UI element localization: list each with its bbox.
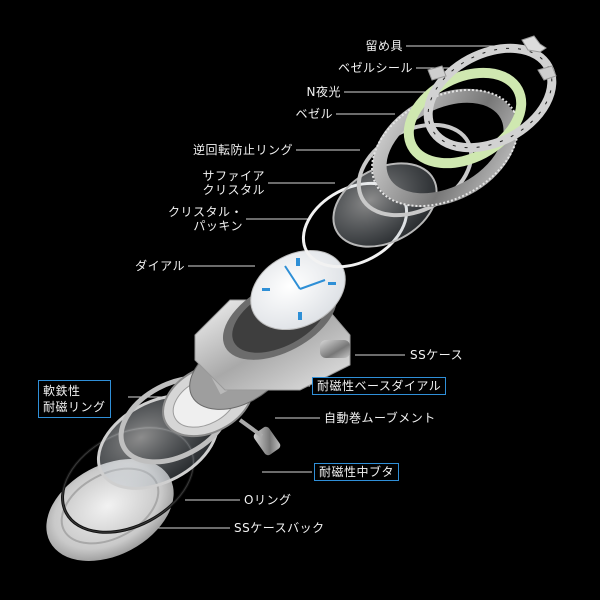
label-o-ring: Oリング (244, 493, 292, 507)
label-clasp: 留め具 (365, 39, 403, 53)
label-sapphire-crystal: サファイアクリスタル (202, 169, 265, 197)
label-lume: N夜光 (306, 85, 341, 99)
lume-insert-part (403, 67, 527, 169)
label-antimag-base-dial: 耐磁性ベースダイアル (312, 377, 447, 395)
clasp-part (521, 35, 547, 53)
label-antimag-inner-lid: 耐磁性中ブタ (314, 463, 400, 481)
label-auto-movement: 自動巻ムーブメント (324, 411, 436, 425)
leader-lines (128, 45, 520, 529)
label-ss-case: SSケース (410, 348, 464, 362)
label-ss-caseback: SSケースバック (234, 521, 325, 535)
label-dial: ダイアル (135, 259, 185, 273)
label-bezel: ベゼル (295, 107, 333, 121)
label-bezel-seal: ベゼルシール (337, 61, 413, 75)
label-anti-rotation-ring: 逆回転防止リング (192, 143, 293, 157)
label-soft-iron-ring: 軟鉄性耐磁リング (38, 380, 111, 418)
label-crystal-gasket: クリスタル・パッキン (167, 205, 243, 233)
